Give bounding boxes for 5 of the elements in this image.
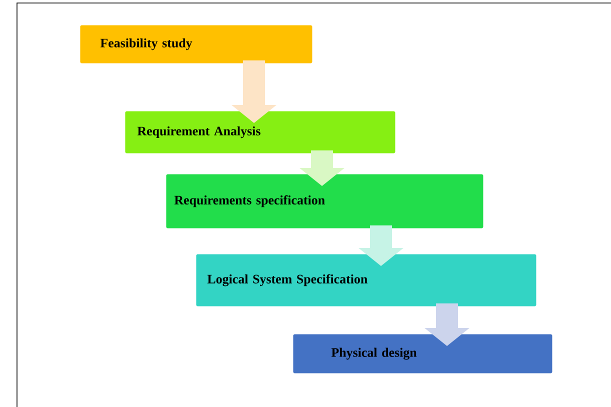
process-box: Requirements specification [166,174,484,228]
process-box: Feasibility study [80,25,312,64]
process-box: Logical System Specification [196,254,536,306]
process-box: Physical design [293,334,552,374]
process-box: Requirement Analysis [125,111,396,154]
